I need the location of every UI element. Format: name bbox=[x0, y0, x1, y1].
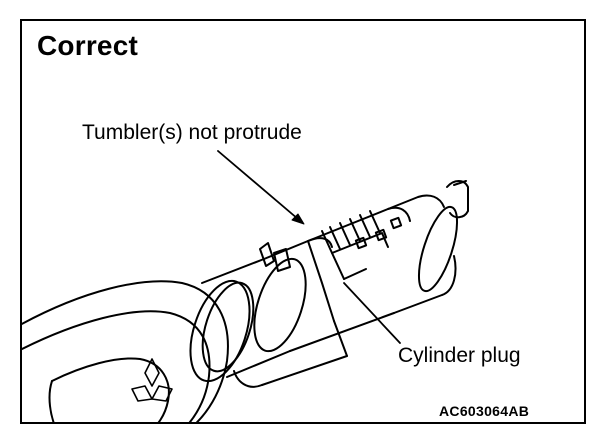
tumbler-section bbox=[307, 206, 411, 280]
cylinder-plug-body bbox=[233, 237, 395, 388]
key-head bbox=[22, 280, 229, 422]
label-cylinder-plug: Cylinder plug bbox=[398, 344, 521, 367]
barrel-end bbox=[387, 180, 469, 314]
lock-cylinder-drawing bbox=[22, 150, 469, 422]
leader-arrow-tumbler bbox=[291, 213, 305, 225]
figure-code: AC603064AB bbox=[439, 403, 530, 419]
label-tumbler: Tumbler(s) not protrude bbox=[82, 121, 302, 144]
leader-line-plug bbox=[343, 282, 401, 344]
mitsubishi-logo-icon bbox=[131, 358, 173, 402]
lock-bezel bbox=[189, 258, 291, 383]
leader-line-tumbler bbox=[217, 150, 299, 220]
figure-frame: Correct bbox=[20, 19, 586, 424]
figure-title: Correct bbox=[37, 30, 138, 61]
